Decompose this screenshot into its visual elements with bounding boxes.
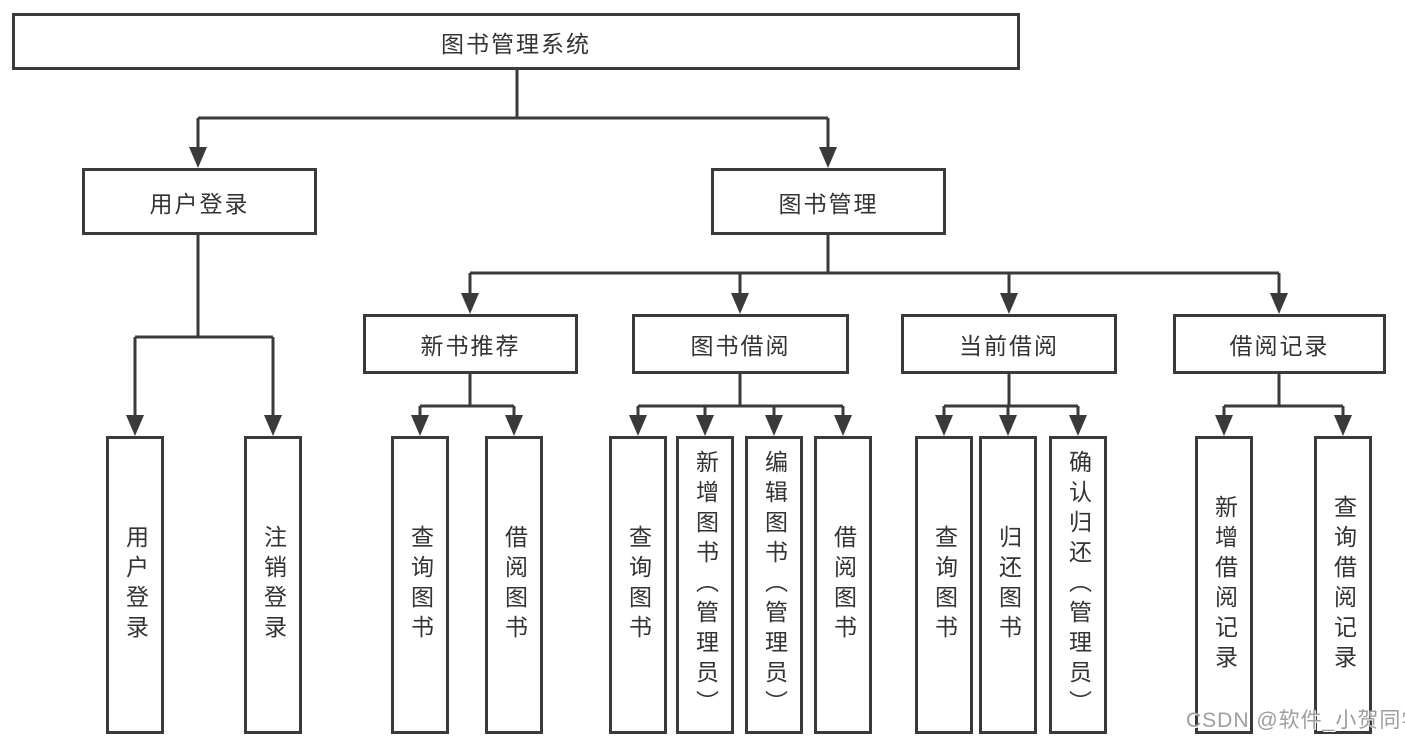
- node-label: 图书管理系统: [441, 30, 591, 57]
- leaf-query-books-current: 查询图书: [915, 436, 973, 734]
- node-label: 借阅图书: [830, 525, 857, 645]
- leaf-add-books-admin: 新增图书（管理员）: [676, 436, 734, 734]
- node-borrowing-records: 借阅记录: [1173, 314, 1386, 374]
- arrowheads: [126, 147, 1352, 436]
- node-label: 查询借阅记录: [1330, 495, 1357, 675]
- node-label: 图书管理: [778, 190, 879, 217]
- connector-lines: [133, 70, 1345, 422]
- node-label: 当前借阅: [959, 333, 1059, 359]
- node-label: 借阅图书: [501, 525, 528, 645]
- node-current-borrowing: 当前借阅: [901, 314, 1117, 374]
- node-label: 查询图书: [407, 525, 434, 645]
- leaf-confirm-return-admin: 确认归还（管理员）: [1049, 436, 1107, 734]
- node-label: 注销登录: [260, 525, 287, 645]
- node-book-borrowing: 图书借阅: [632, 314, 849, 374]
- leaf-query-books-recommend: 查询图书: [391, 436, 449, 734]
- node-label: 用户登录: [149, 190, 250, 217]
- node-label: 查询图书: [931, 525, 958, 645]
- leaf-borrow-books: 借阅图书: [814, 436, 872, 734]
- node-label: 归还图书: [995, 525, 1022, 645]
- node-library-system: 图书管理系统: [12, 13, 1020, 70]
- node-label: 图书借阅: [690, 333, 791, 359]
- node-user-login-group: 用户登录: [82, 168, 317, 235]
- leaf-query-borrow-record: 查询借阅记录: [1314, 436, 1372, 734]
- node-book-management: 图书管理: [711, 168, 946, 235]
- node-label: 确认归还（管理员）: [1065, 450, 1092, 720]
- node-label: 新增图书（管理员）: [692, 450, 719, 720]
- leaf-query-books-borrowing: 查询图书: [609, 436, 667, 734]
- leaf-add-borrow-record: 新增借阅记录: [1195, 436, 1253, 734]
- node-label: 用户登录: [122, 525, 149, 645]
- leaf-borrow-books-recommend: 借阅图书: [485, 436, 543, 734]
- leaf-edit-books-admin: 编辑图书（管理员）: [745, 436, 803, 734]
- node-label: 编辑图书（管理员）: [761, 450, 788, 720]
- node-label: 查询图书: [625, 525, 652, 645]
- csdn-watermark: CSDN @软件_小贺同学: [1186, 709, 1405, 732]
- node-label: 新书推荐: [420, 333, 521, 359]
- node-label: 新增借阅记录: [1211, 495, 1238, 675]
- leaf-return-books: 归还图书: [979, 436, 1037, 734]
- leaf-user-login: 用户登录: [106, 436, 164, 734]
- node-new-book-recommend: 新书推荐: [363, 314, 578, 374]
- node-label: 借阅记录: [1229, 333, 1330, 359]
- leaf-logout: 注销登录: [244, 436, 302, 734]
